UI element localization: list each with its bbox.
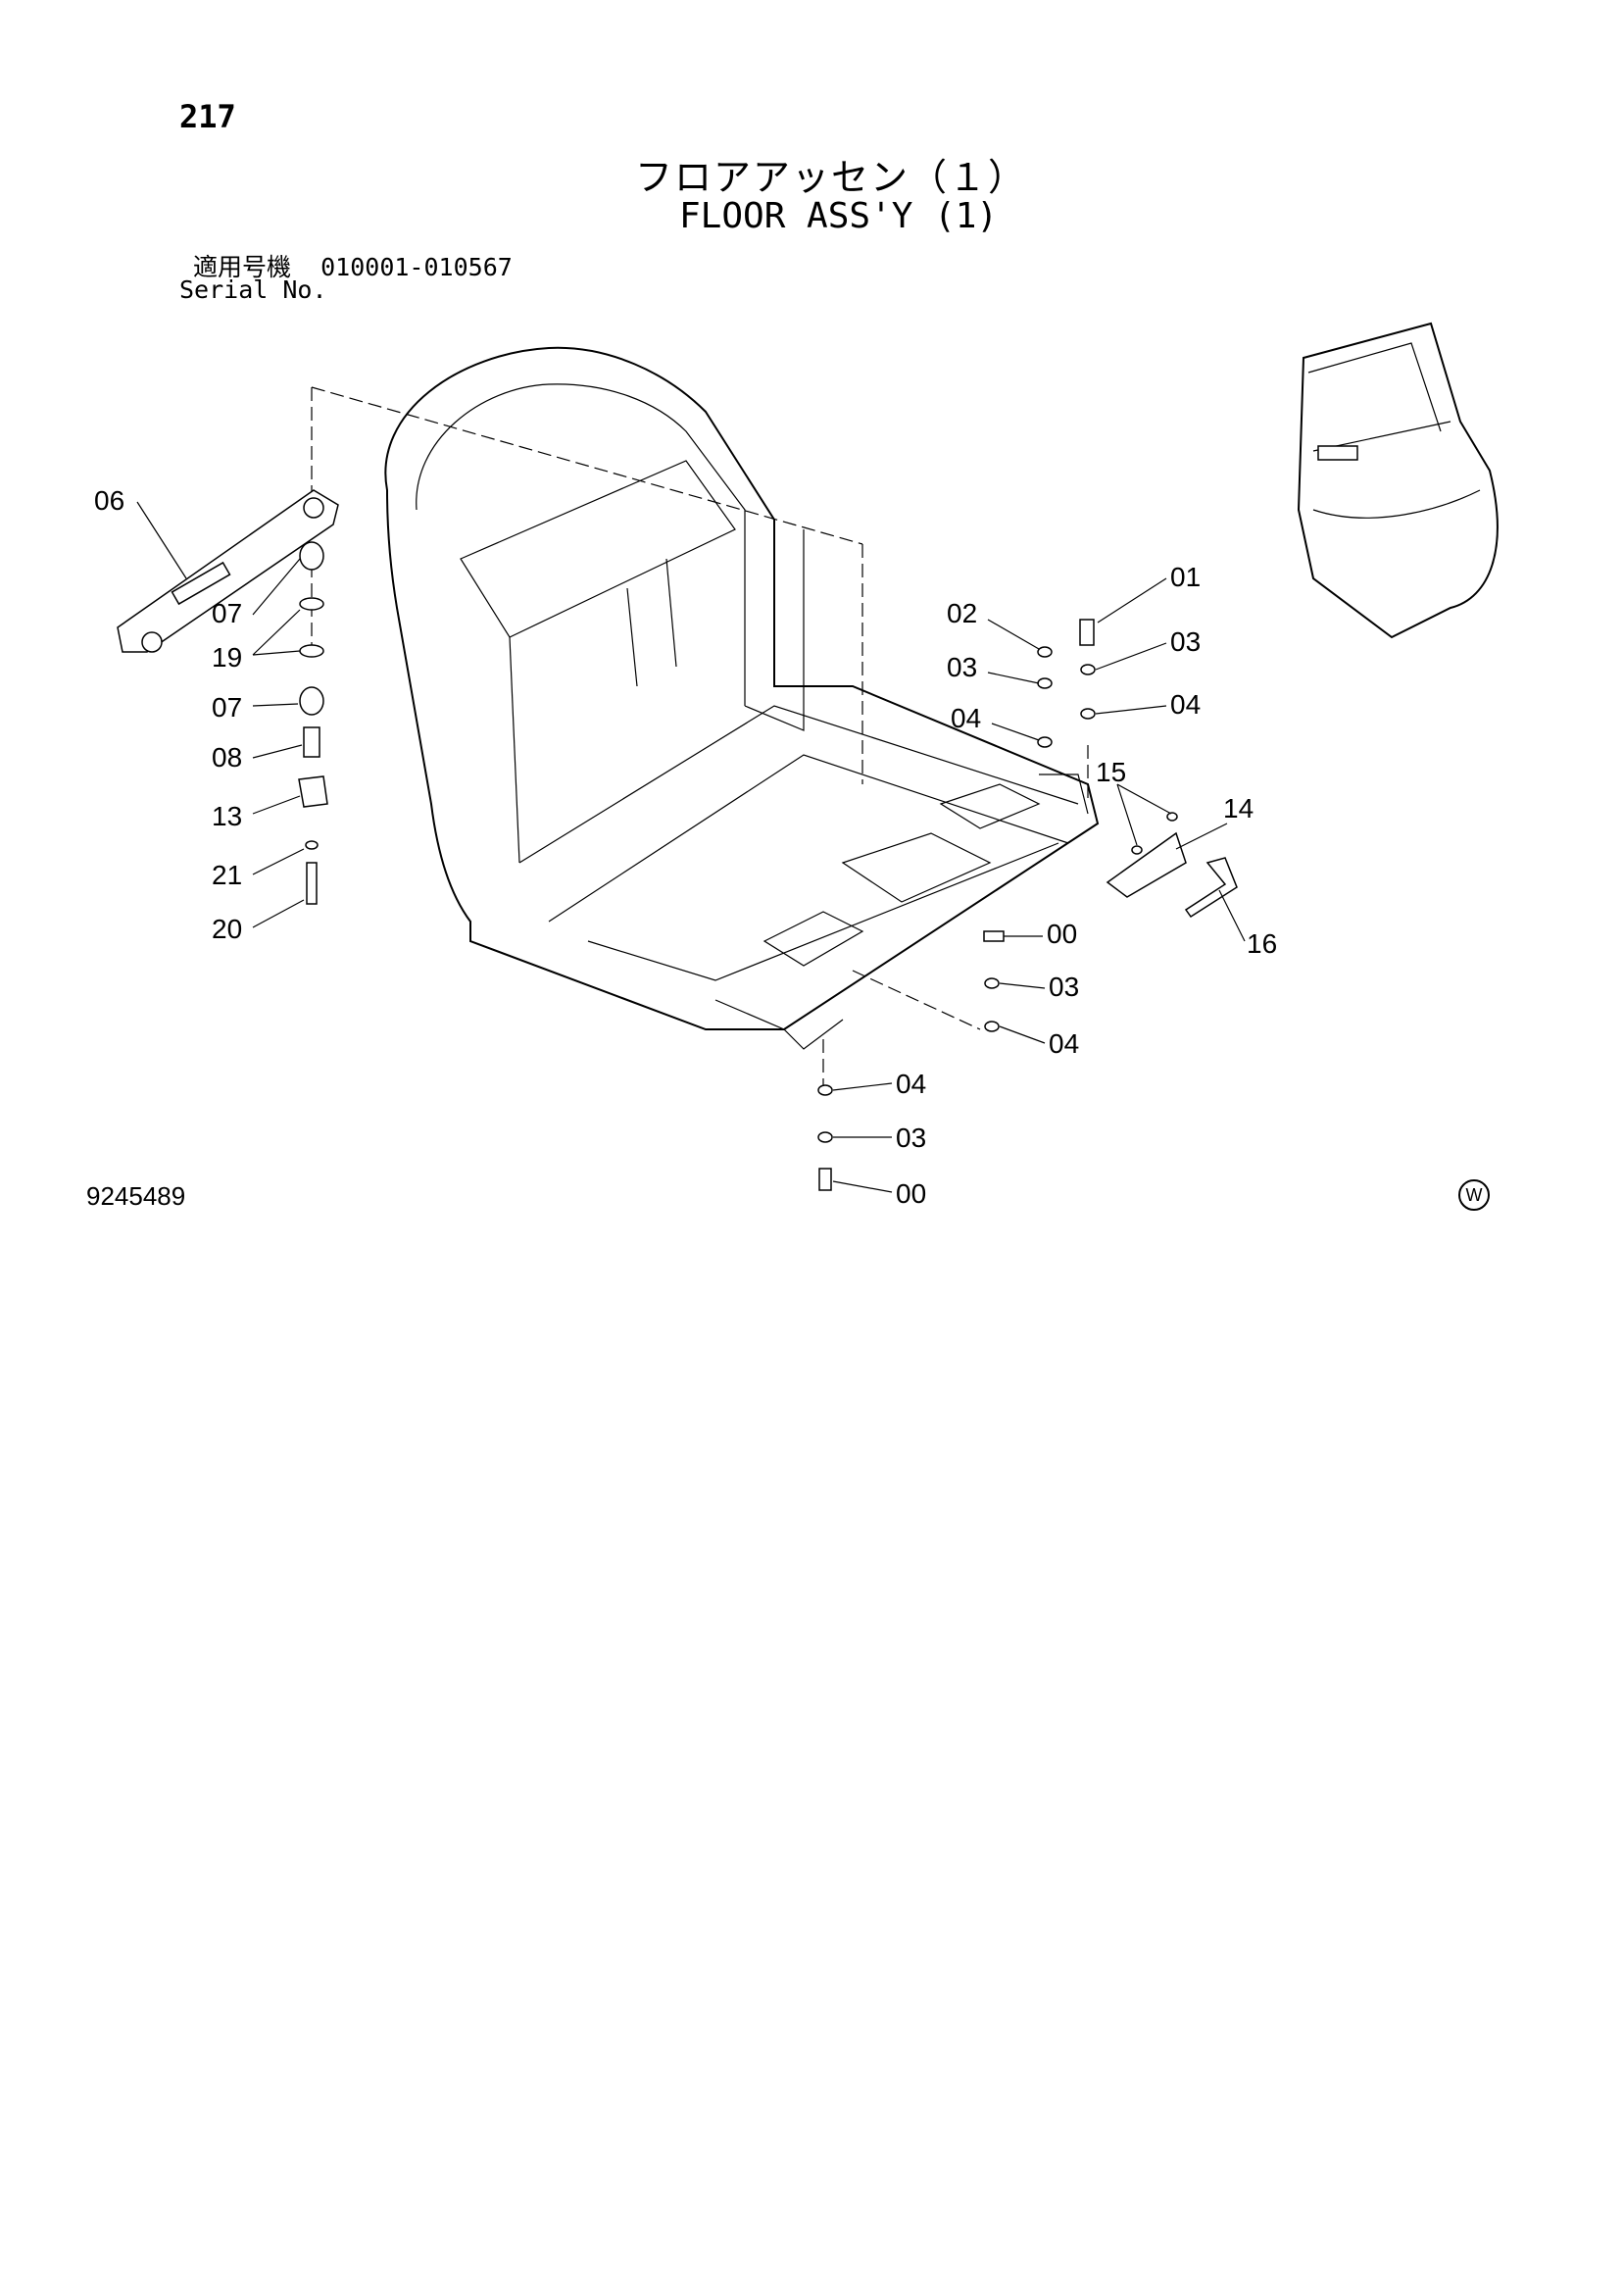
callout-15: 15 (1096, 757, 1172, 846)
callout-07-upper: 07 (212, 558, 301, 628)
callout-19: 19 (212, 609, 301, 673)
svg-text:01: 01 (1170, 562, 1201, 592)
page-title-japanese: フロアアッセン（１） (635, 156, 1028, 199)
callout-00-bottom: 00 (832, 1178, 926, 1209)
svg-text:07: 07 (212, 598, 242, 628)
callout-03-right-upper: 03 (1095, 626, 1201, 671)
svg-text:08: 08 (212, 742, 242, 773)
svg-text:00: 00 (896, 1178, 926, 1209)
svg-text:06: 06 (94, 485, 124, 516)
callout-02: 02 (947, 598, 1040, 650)
assembly-guide-lines (311, 386, 1089, 1098)
callout-16: 16 (1218, 889, 1277, 959)
svg-text:07: 07 (212, 692, 242, 723)
callout-04-bottom: 04 (832, 1069, 926, 1099)
svg-text:13: 13 (212, 801, 242, 831)
callout-03-lower-right: 03 (999, 972, 1079, 1002)
callout-03-bottom: 03 (833, 1123, 926, 1153)
callout-04-lower-right: 04 (999, 1025, 1079, 1059)
serial-number-range: 適用号機 010001-010567 (193, 248, 513, 283)
callout-04-mid: 04 (951, 703, 1040, 741)
callout-06: 06 (94, 485, 187, 579)
serial-range-value: 010001-010567 (320, 253, 513, 281)
callout-01: 01 (1097, 562, 1201, 624)
callout-labels: 06 07 19 07 08 13 21 20 01 02 03 03 04 0… (94, 485, 1277, 1209)
svg-text:21: 21 (212, 860, 242, 890)
svg-text:03: 03 (1049, 972, 1079, 1002)
floor-frame-drawing (384, 346, 1100, 1050)
svg-text:04: 04 (951, 703, 981, 733)
callout-14: 14 (1175, 793, 1254, 850)
svg-text:15: 15 (1096, 757, 1126, 787)
svg-text:04: 04 (1049, 1028, 1079, 1059)
circled-w-mark: W (1458, 1179, 1490, 1211)
cab-inset-view (1297, 322, 1499, 639)
svg-text:04: 04 (896, 1069, 926, 1099)
svg-text:20: 20 (212, 914, 242, 944)
drawing-number: 9245489 (86, 1181, 186, 1211)
callout-13: 13 (212, 795, 301, 831)
serial-label-japanese: 適用号機 (193, 253, 292, 281)
callout-04-right-upper: 04 (1095, 689, 1201, 720)
svg-text:14: 14 (1223, 793, 1254, 824)
svg-text:03: 03 (947, 652, 977, 682)
svg-text:03: 03 (1170, 626, 1201, 657)
svg-text:03: 03 (896, 1123, 926, 1153)
svg-text:19: 19 (212, 642, 242, 673)
page-number: 217 (179, 98, 236, 135)
svg-text:02: 02 (947, 598, 977, 628)
callout-08: 08 (212, 742, 303, 773)
svg-text:04: 04 (1170, 689, 1201, 720)
svg-text:16: 16 (1247, 928, 1277, 959)
left-parts-drawing (117, 489, 339, 905)
callout-20: 20 (212, 899, 305, 944)
right-parts-drawing (817, 619, 1238, 1191)
callout-07-lower: 07 (212, 692, 299, 723)
callout-00-upper: 00 (1004, 919, 1077, 949)
page-title-english: FLOOR ASS'Y (1) (679, 196, 999, 236)
callout-03-mid: 03 (947, 652, 1040, 684)
svg-text:00: 00 (1047, 919, 1077, 949)
callout-21: 21 (212, 848, 305, 890)
serial-label-english: Serial No. (179, 275, 327, 304)
